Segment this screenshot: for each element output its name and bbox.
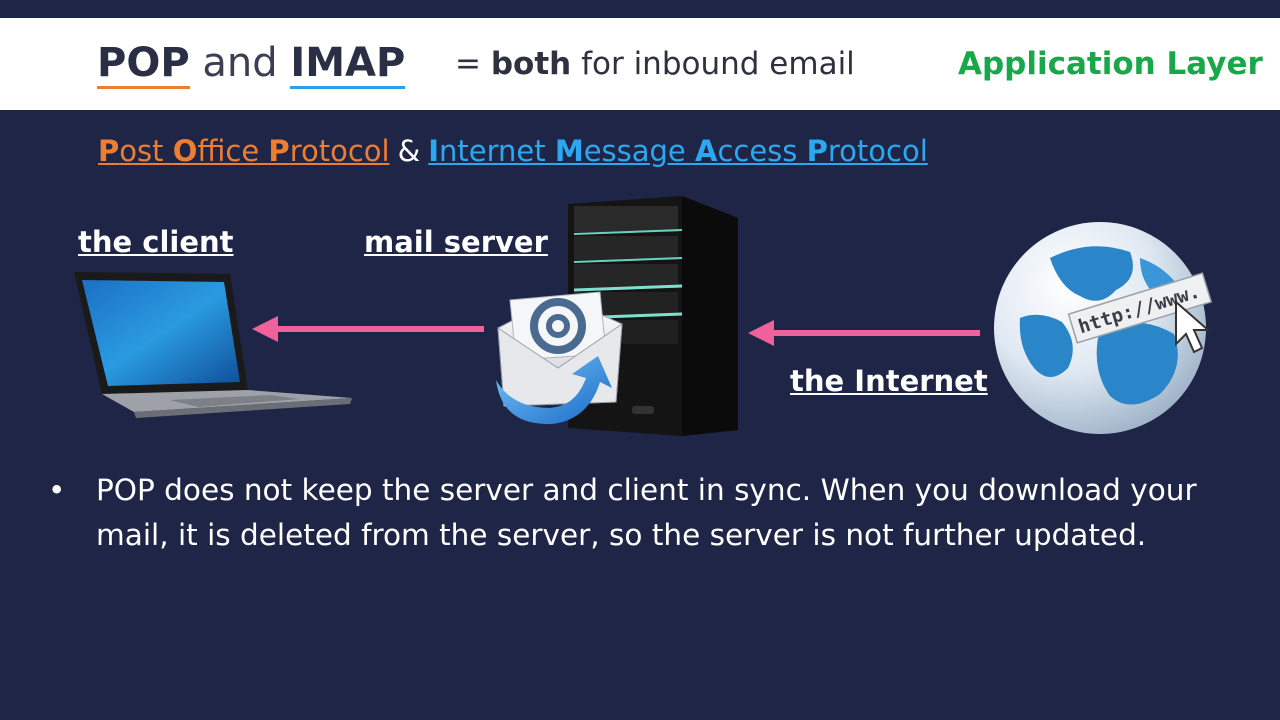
- arrow-internet-to-server: [748, 320, 980, 346]
- slide-subtitle: = both for inbound email: [455, 46, 855, 82]
- title-pop: POP: [97, 40, 190, 89]
- bullet-symbol: •: [48, 473, 66, 507]
- protocol-names: Post Office Protocol&Internet Message Ac…: [98, 134, 928, 168]
- subtitle-rest: for inbound email: [571, 46, 855, 82]
- laptop-icon: [74, 272, 352, 418]
- mail-server-label: mail server: [364, 225, 548, 259]
- slide-title: POP and IMAP: [97, 40, 406, 89]
- client-label: the client: [78, 225, 234, 259]
- bullet-text: POP does not keep the server and client …: [96, 473, 1197, 552]
- top-strip: [0, 0, 1280, 18]
- slide-header: POP and IMAP = both for inbound email Ap…: [0, 18, 1280, 110]
- layer-label: Application Layer: [958, 46, 1263, 82]
- email-envelope-icon: [496, 291, 623, 425]
- arrow-server-to-client: [252, 316, 484, 342]
- imap-expansion: Internet Message Access Protocol: [428, 134, 928, 168]
- title-imap: IMAP: [290, 40, 406, 89]
- internet-label: the Internet: [790, 364, 988, 398]
- title-and: and: [189, 40, 291, 86]
- pop-expansion: Post Office Protocol: [98, 134, 390, 168]
- subtitle-strong: both: [490, 46, 572, 82]
- globe-www-icon: http://www.: [994, 222, 1213, 434]
- subtitle-prefix: =: [455, 46, 491, 82]
- ampersand: &: [397, 134, 421, 168]
